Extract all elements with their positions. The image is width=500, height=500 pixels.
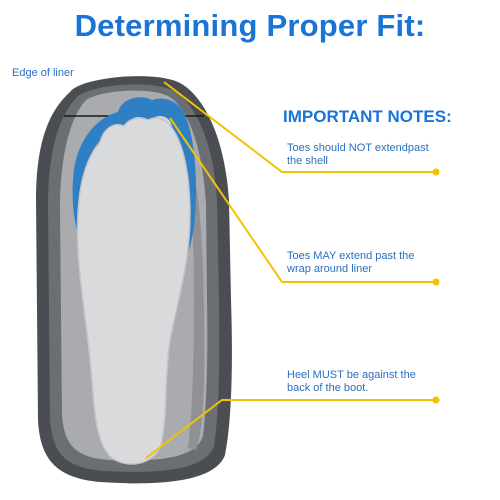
note-toes-shell-line1: Toes should NOT extendpast	[287, 142, 429, 154]
foot-sole-outline	[76, 117, 191, 465]
toe-fourth	[99, 139, 113, 153]
note-toes-liner-line1: Toes MAY extend past the	[287, 250, 415, 262]
leader-line-shell	[163, 81, 436, 173]
toe-fifth	[90, 154, 102, 166]
leader-dot-shell	[432, 168, 440, 176]
note-toes-liner: Toes MAY extend past the wrap around lin…	[287, 250, 462, 276]
toe-second	[129, 117, 147, 135]
leader-line-heel	[145, 399, 436, 459]
note-toes-shell-line2: the shell	[287, 155, 328, 167]
note-heel-back-line2: back of the boot.	[287, 382, 369, 394]
liner-shading	[188, 180, 205, 450]
edge-of-liner-label: Edge of liner	[12, 67, 74, 79]
leader-dot-heel	[432, 396, 440, 404]
note-toes-shell: Toes should NOT extendpast the shell	[287, 142, 462, 168]
diagram-title: Determining Proper Fit:	[74, 8, 426, 43]
foot-sole	[77, 118, 190, 464]
toe-big	[148, 116, 172, 140]
note-toes-liner-line2: wrap around liner	[287, 263, 372, 275]
leader-line-liner	[169, 117, 436, 283]
leader-dot-liner	[432, 278, 440, 286]
note-heel-back-line1: Heel MUST be against the	[287, 369, 416, 381]
important-notes-heading: IMPORTANT NOTES:	[283, 107, 452, 126]
note-heel-back: Heel MUST be against the back of the boo…	[287, 369, 462, 395]
toe-third	[112, 126, 128, 142]
